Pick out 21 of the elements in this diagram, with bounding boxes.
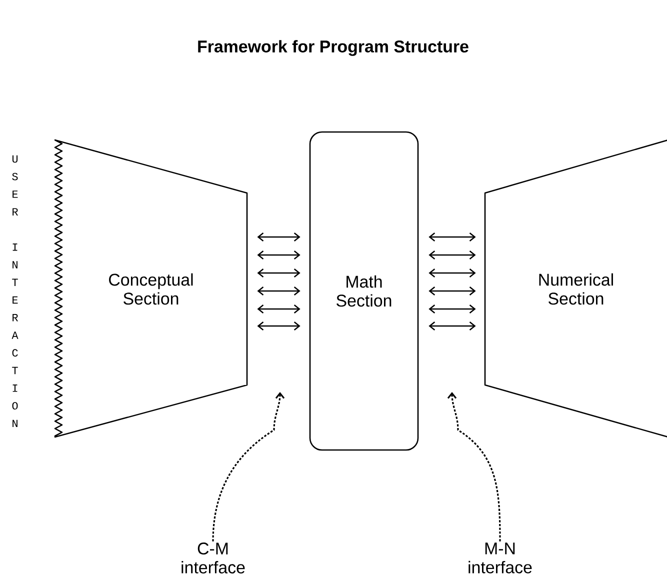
double-arrow xyxy=(428,321,476,330)
leader-line xyxy=(447,392,501,542)
vertical-label: USER INTERACTION xyxy=(12,155,18,428)
trapezoid-block: Numerical Section xyxy=(484,139,667,438)
double-arrow xyxy=(428,268,476,278)
double-arrow xyxy=(257,268,300,278)
double-arrow xyxy=(428,286,476,296)
double-arrow xyxy=(257,321,300,330)
double-arrow xyxy=(257,250,300,260)
double-arrow xyxy=(428,232,476,242)
rounded-box: Math Section xyxy=(309,131,419,451)
double-arrow xyxy=(428,250,476,260)
double-arrow xyxy=(428,304,476,314)
double-arrow xyxy=(257,232,300,242)
interface-label: C-M interface xyxy=(182,542,245,574)
interface-label: M-N interface xyxy=(468,542,532,574)
double-arrow xyxy=(257,304,300,314)
title: Framework for Program Structure xyxy=(198,40,468,56)
trapezoid-block: Conceptual Section xyxy=(54,139,248,438)
double-arrow xyxy=(257,286,300,296)
leader-line xyxy=(212,392,285,542)
